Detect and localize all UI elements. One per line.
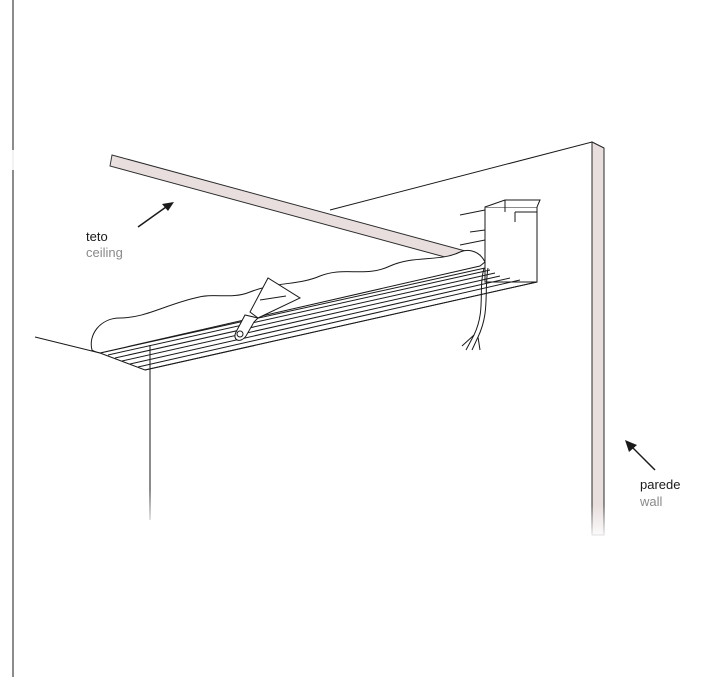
ceiling-label-en: ceiling xyxy=(86,245,123,260)
profile-end-box xyxy=(459,199,541,283)
wall-arrow-icon xyxy=(625,440,656,471)
led-profile-channel xyxy=(99,267,538,371)
wall-outline xyxy=(329,141,605,535)
wall-label-pt: parede xyxy=(640,477,681,492)
spatula-tool-icon xyxy=(234,277,302,341)
wire-bundle-icon xyxy=(461,267,489,351)
ceiling-label-pt: teto xyxy=(86,229,108,244)
ceiling-arrow-icon xyxy=(137,202,174,228)
ceiling-beam xyxy=(109,154,481,267)
ceiling-edge-line xyxy=(34,336,101,354)
wall-label-en: wall xyxy=(640,494,663,509)
wall-edge xyxy=(591,141,605,536)
